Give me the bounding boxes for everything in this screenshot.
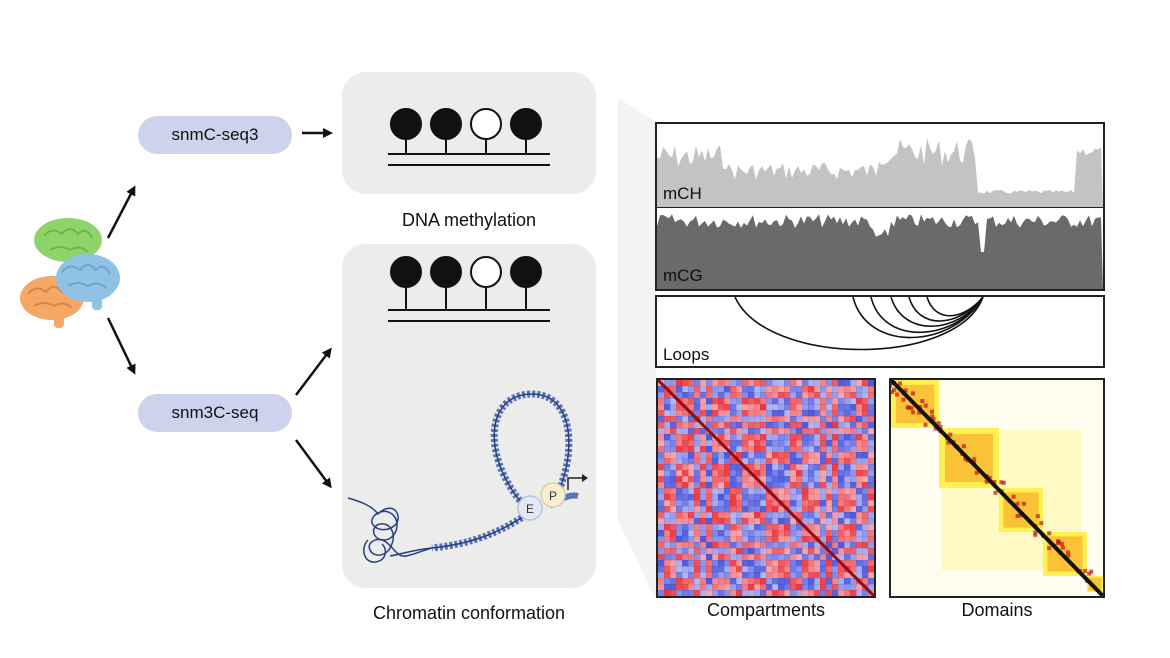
mch-signal	[657, 138, 1103, 207]
compartments-diagonal	[658, 380, 874, 596]
loop-arcs	[734, 297, 984, 351]
loops-track: Loops	[655, 295, 1105, 368]
arrow-to-methylation-2	[295, 347, 332, 396]
chromatin-helix	[389, 390, 579, 557]
domains-heatmap	[889, 378, 1105, 598]
zoom-wedge	[618, 98, 656, 600]
domains-label: Domains	[961, 600, 1033, 620]
methylation-box	[342, 72, 596, 194]
arrow-to-snmc	[106, 185, 136, 239]
mcg-area	[657, 214, 1103, 289]
snmc-seq3-pill: snmC-seq3	[138, 116, 292, 154]
chromatin-loop: E P	[347, 390, 588, 563]
mch-label: mCH	[663, 184, 702, 203]
brain-blue-icon	[56, 254, 120, 310]
mch-area	[657, 138, 1103, 207]
methylated-cpg	[390, 108, 422, 140]
compartments-label: Compartments	[706, 600, 826, 620]
unmethylated-cpg	[470, 108, 502, 140]
methylation-lollipops-2	[388, 256, 550, 322]
tss-arrow-icon	[567, 477, 584, 490]
mcg-label: mCG	[663, 266, 703, 285]
methylated-cpg	[430, 108, 462, 140]
unmethylated-cpg	[470, 256, 502, 288]
domains-diagonal	[891, 380, 1103, 596]
arrow-to-snm3c	[106, 317, 136, 375]
promoter-label: P	[549, 489, 557, 503]
tss-arrowhead-icon	[582, 474, 588, 482]
caption-chromatin-conformation: Chromatin conformation	[372, 603, 566, 623]
methylated-cpg	[510, 108, 542, 140]
compartments-heatmap	[656, 378, 876, 598]
chromatin-box: E P	[342, 244, 596, 588]
methylation-lollipops	[388, 108, 550, 166]
snm3c-seq-pill: snm3C-seq	[138, 394, 292, 432]
methylated-cpg	[510, 256, 542, 288]
promoter-anchor	[540, 482, 566, 508]
mch-track: mCH	[655, 122, 1105, 208]
compartments-matrix	[658, 380, 874, 596]
mcg-track: mCG	[655, 207, 1105, 291]
loops-label: Loops	[663, 345, 710, 364]
enhancer-anchor	[517, 495, 543, 521]
mcg-signal	[657, 214, 1103, 289]
caption-dna-methylation: DNA methylation	[401, 210, 537, 230]
brain-icon	[20, 218, 120, 328]
methylated-cpg	[390, 256, 422, 288]
domains-matrix	[891, 380, 1103, 596]
enhancer-label: E	[526, 502, 534, 516]
tangled-chromatin	[347, 497, 433, 557]
arrow-to-chromatin	[294, 439, 332, 489]
methylated-cpg	[430, 256, 462, 288]
